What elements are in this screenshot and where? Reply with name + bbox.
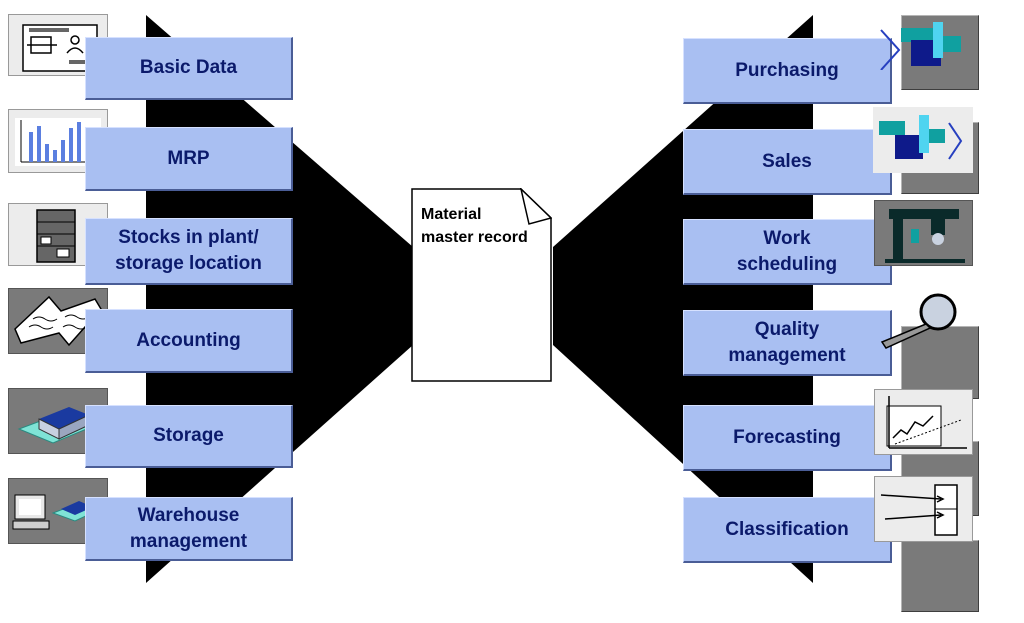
accounting-box[interactable]: Accounting — [85, 309, 293, 373]
mrp-label: MRP — [167, 147, 210, 169]
purchasing-blocks-arrow-icon — [880, 22, 961, 70]
classification-label: Classification — [725, 518, 849, 540]
sales-blocks-arrow-icon — [873, 107, 973, 173]
quality-management-label: Quality management — [728, 318, 846, 366]
work-scheduling-label: Work scheduling — [736, 227, 838, 275]
magnifying-glass-icon — [880, 293, 957, 349]
forecasting-box[interactable]: Forecasting — [683, 405, 892, 471]
accounting-label: Accounting — [136, 329, 241, 351]
mrp-box[interactable]: MRP — [85, 127, 293, 191]
warehouse-management-box[interactable]: Warehouse management — [85, 497, 293, 561]
stocks-box[interactable]: Stocks in plant/ storage location — [85, 218, 293, 285]
storage-label: Storage — [153, 425, 224, 446]
machine-tool-icon — [874, 200, 973, 266]
warehouse-management-label: Warehouse management — [129, 504, 248, 552]
purchasing-label: Purchasing — [735, 59, 839, 81]
forecasting-label: Forecasting — [733, 426, 841, 448]
work-scheduling-box[interactable]: Work scheduling — [683, 219, 892, 285]
classification-arrows-icon — [874, 476, 973, 542]
basic-data-box[interactable]: Basic Data — [85, 37, 293, 100]
basic-data-label: Basic Data — [139, 57, 238, 78]
classification-box[interactable]: Classification — [683, 497, 892, 563]
purchasing-box[interactable]: Purchasing — [683, 38, 892, 104]
classification-tile — [901, 540, 979, 612]
material-master-record-label: Material master record — [421, 206, 528, 246]
stocks-label: Stocks in plant/ storage location — [115, 227, 262, 274]
document-icon — [411, 188, 552, 382]
sales-label: Sales — [762, 150, 812, 172]
sales-box[interactable]: Sales — [683, 129, 892, 195]
storage-box[interactable]: Storage — [85, 405, 293, 468]
quality-management-box[interactable]: Quality management — [683, 310, 892, 376]
forecast-graph-icon — [874, 389, 973, 455]
